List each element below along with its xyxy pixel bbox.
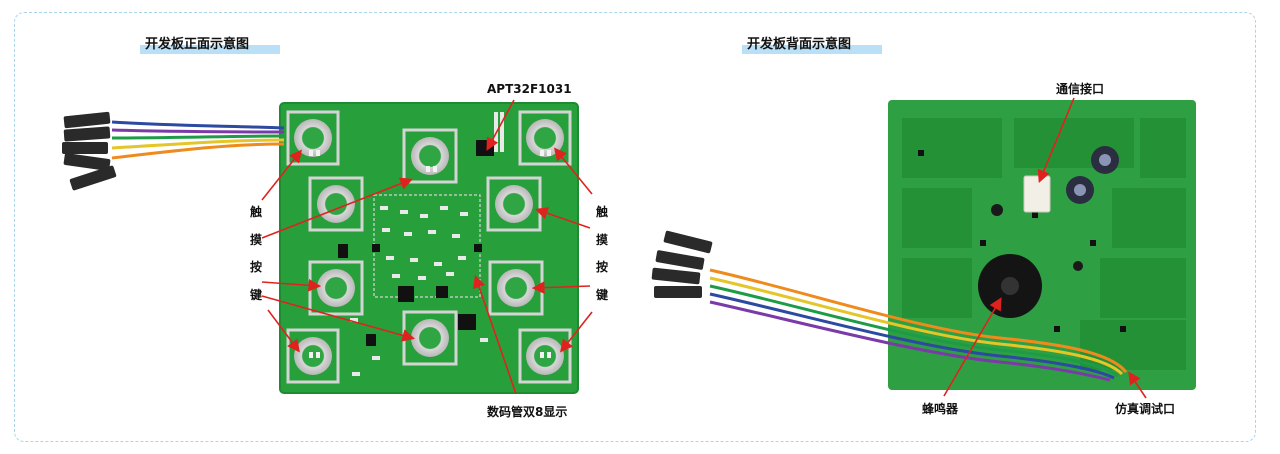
back-board: [888, 100, 1196, 390]
touch-right-char-2: 摸: [596, 233, 609, 247]
back-cable: [709, 268, 1128, 382]
seg-display-label: 数码管双8显示: [487, 405, 568, 419]
touch-left-char-3: 按: [250, 260, 263, 274]
front-board: [279, 102, 579, 394]
touch-right-char-4: 键: [596, 288, 609, 302]
touch-left-char-2: 摸: [250, 233, 263, 247]
debug-port-label: 仿真调试口: [1115, 402, 1176, 416]
front-title: 开发板正面示意图: [145, 37, 250, 52]
annotation-arrows: [261, 97, 1147, 399]
front-title-highlight: [140, 45, 280, 54]
touch-right-char-1: 触: [596, 205, 609, 219]
back-title-highlight: [742, 45, 882, 54]
front-connectors: [62, 111, 117, 191]
back-title: 开发板背面示意图: [747, 37, 852, 52]
front-cable: [111, 120, 285, 160]
buzzer-label: 蜂鸣器: [922, 402, 959, 416]
back-connectors: [651, 230, 713, 298]
comm-port-label: 通信接口: [1056, 82, 1105, 96]
touch-left-char-4: 键: [250, 288, 263, 302]
touch-right-char-3: 按: [596, 260, 609, 274]
touch-left-char-1: 触: [250, 205, 263, 219]
image-frame: [14, 12, 1256, 442]
chip-label: APT32F1031: [487, 82, 572, 96]
